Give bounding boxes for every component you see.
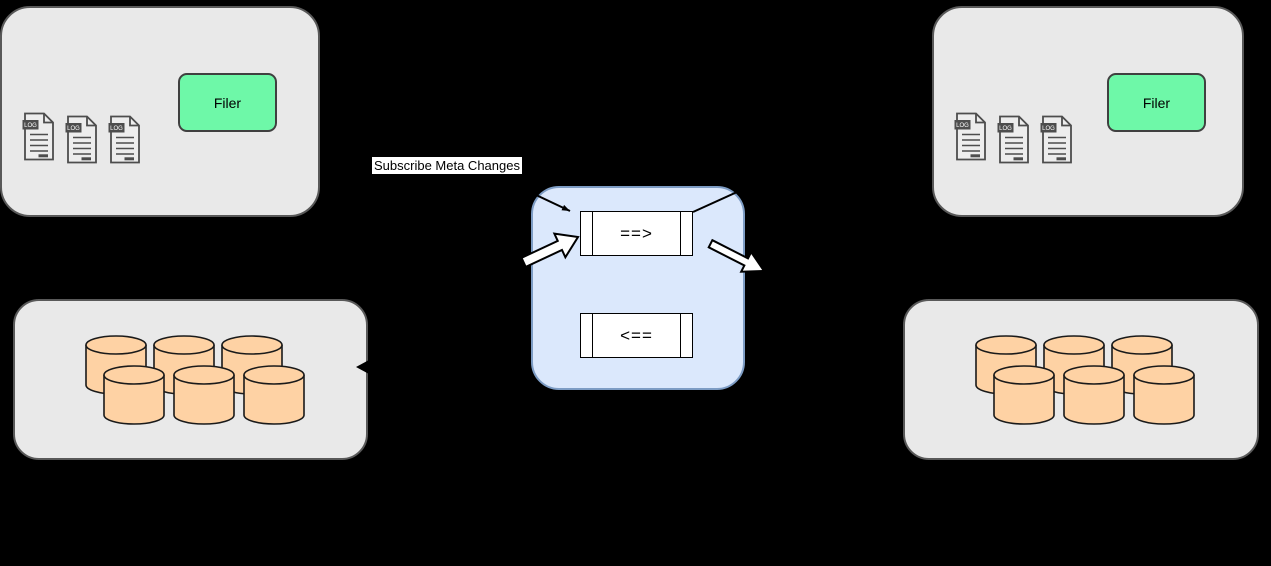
log-file-icon [954,112,987,161]
queue-backward-box: <== [580,313,693,358]
subscribe-meta-changes-label: Subscribe Meta Changes [372,157,522,174]
log-file-group [954,112,1073,164]
filer-node: Filer [1107,73,1206,132]
log-file-icon [65,115,98,164]
queue-forward-label: ==> [620,223,653,243]
log-file-icon [997,115,1030,164]
database-cylinder-icon [243,365,305,425]
cluster-top-right: Filer [932,6,1244,217]
cluster-top-left: Filer [0,6,320,217]
filer-node: Filer [178,73,277,132]
queue-backward-label: <== [620,325,653,345]
log-file-icon [22,112,55,161]
database-cylinder-icon [103,365,165,425]
filer-label: Filer [1142,94,1171,111]
database-cylinder-icon [173,365,235,425]
queue-forward-box: ==> [580,211,693,256]
message-queue-panel: ==> <== [531,186,745,390]
cluster-volumes-left [13,299,368,460]
cluster-volumes-right [903,299,1259,460]
log-file-icon [108,115,141,164]
database-cylinder-icon [993,365,1055,425]
database-cylinder-icon [1063,365,1125,425]
volume-cylinder-group [85,335,305,425]
log-file-group [22,112,141,164]
filer-label: Filer [213,94,242,111]
database-cylinder-icon [1133,365,1195,425]
volume-cylinder-group [975,335,1195,425]
log-file-icon [1040,115,1073,164]
